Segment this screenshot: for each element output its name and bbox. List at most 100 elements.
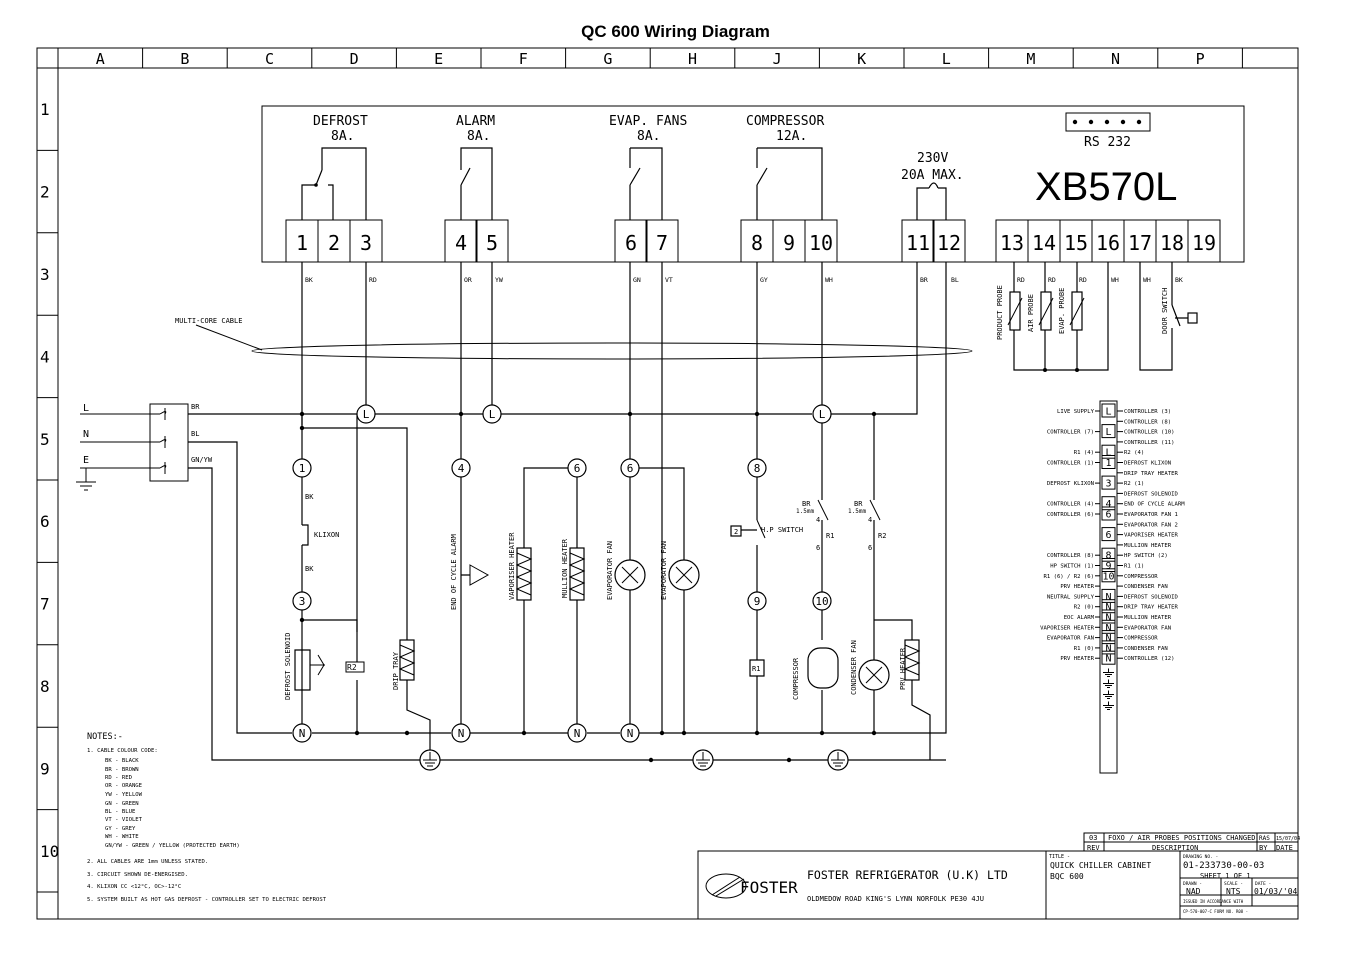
rs232-label: RS 232 [1084,135,1131,150]
strip-left-label: CONTROLLER (1) [1047,461,1094,467]
junction-dot [458,411,464,417]
wire-code: GY [760,276,768,284]
wire-code: RD [1048,276,1056,284]
terminal-12: 12 [937,231,961,255]
strip-terminal-L: L [1105,407,1111,418]
drawing-no-label: DRAWING NO. - [1183,854,1218,860]
node-circle [567,458,587,478]
relay-evap-fans-name: EVAP. FANS [609,114,687,129]
junction-dot [871,730,877,736]
junction-dot [659,730,665,736]
revision-date: 15/07/04 [1276,836,1300,842]
strip-terminal-6: 6 [1105,530,1111,541]
title-block [697,850,1299,920]
defrost-solenoid-label: DEFROST SOLENOID [284,633,292,700]
junction-dot [299,411,305,417]
r2-wire-size: 1.5mm [848,508,866,515]
node-9: 9 [754,595,761,608]
row-label-8: 8 [40,677,50,696]
wire-code: YW [495,276,503,284]
terminal-9: 9 [783,231,795,255]
drawn-by: NAD [1186,887,1201,896]
strip-terminal [1101,640,1116,655]
rs232-pins [1072,119,1142,125]
strip-left-label: CONTROLLER (7) [1047,430,1094,436]
note-item: BL - BLUE [105,809,136,815]
title-label: TITLE - [1049,854,1070,860]
circuit-wires [188,262,947,761]
row-label-10: 10 [40,842,59,861]
strip-terminal-4: 4 [1105,499,1111,510]
row-label-7: 7 [40,595,50,614]
strip-left-label: NEUTRAL SUPPLY [1047,594,1095,600]
r1-contact-label: R1 [826,532,834,540]
r2-pin-6: 6 [868,544,872,552]
strip-terminal [1101,403,1116,418]
strip-terminal [1101,619,1116,634]
strip-terminal-1: 1 [1105,458,1111,469]
evaporator-fan-label-2: EVAPORATOR FAN [660,541,668,600]
strip-left-label: R1 (4) [1074,450,1094,456]
strip-terminal [1101,455,1116,469]
terminal-box [614,219,648,263]
company-name: FOSTER REFRIGERATOR (U.K) LTD [807,868,1008,882]
terminal-box [932,219,966,263]
klixon-label: KLIXON [314,531,339,539]
wire-code: RD [369,276,377,284]
hp-number: 2 [734,528,738,536]
junction-dot [648,757,654,763]
strip-right-label: VAPORISER HEATER [1124,533,1179,539]
junction-dot [786,757,792,763]
strip-terminal-L: L [1105,448,1111,459]
earth-symbols [419,749,849,771]
column-label-J: J [773,50,782,68]
supply-line-E: E [83,455,89,466]
terminal-14: 14 [1032,231,1056,255]
node-circle [292,723,312,743]
supply-code-bl: BL [191,430,199,438]
strip-right-label: MULLION HEATER [1124,615,1172,621]
strip-right-label: DEFROST SOLENOID [1124,491,1179,497]
strip-left-label: PRV HEATER [1060,584,1094,590]
column-label-K: K [857,50,866,68]
strip-left-label: R2 (0) [1074,605,1094,611]
r2-coil [345,661,365,673]
strip-terminal [1101,650,1116,665]
condenser-fan-label: CONDENSER FAN [850,640,858,695]
note-item: 4. KLIXON CC <12°C, OC>-12°C [87,884,181,890]
mullion-heater-label: MULLION HEATER [561,538,569,598]
strip-terminal-3: 3 [1105,479,1111,490]
terminal-10: 10 [809,231,833,255]
rs232-pin [1072,119,1078,125]
r1-br-label: BR [802,500,811,508]
revision-header-by: BY [1259,844,1268,852]
r1-coil-label: R1 [752,665,760,673]
column-label-L: L [942,50,951,68]
wire-code: VT [665,276,673,284]
node-circle [747,591,767,611]
strip-terminal [1101,496,1116,511]
r2-contact-label: R2 [878,532,886,540]
terminal-17: 17 [1128,231,1152,255]
strip-left-label: PRV HEATER [1060,656,1094,662]
footer-line-1: ISSUED IN ACCORDANCE WITH [1183,899,1244,904]
rs232-port [1065,112,1151,132]
note-item: RD - RED [105,775,133,781]
terminal-15: 15 [1064,231,1088,255]
wire-code: RD [1079,276,1087,284]
junction-dot [819,730,825,736]
strip-terminal-N: N [1105,623,1111,634]
junction-dot [627,411,633,417]
terminal-13: 13 [1000,231,1024,255]
strip-left-label: CONTROLLER (8) [1047,553,1094,559]
strip-right-label: CONTROLLER (3) [1124,409,1171,415]
node-N: N [627,727,634,740]
footer-line-2: CP-570-007-C FORM NO. R08 - [1183,909,1248,914]
strip-right-label: EVAPORATOR FAN [1124,625,1171,631]
terminal-box [1187,219,1221,263]
column-label-E: E [434,50,443,68]
strip-terminal [1101,527,1116,542]
